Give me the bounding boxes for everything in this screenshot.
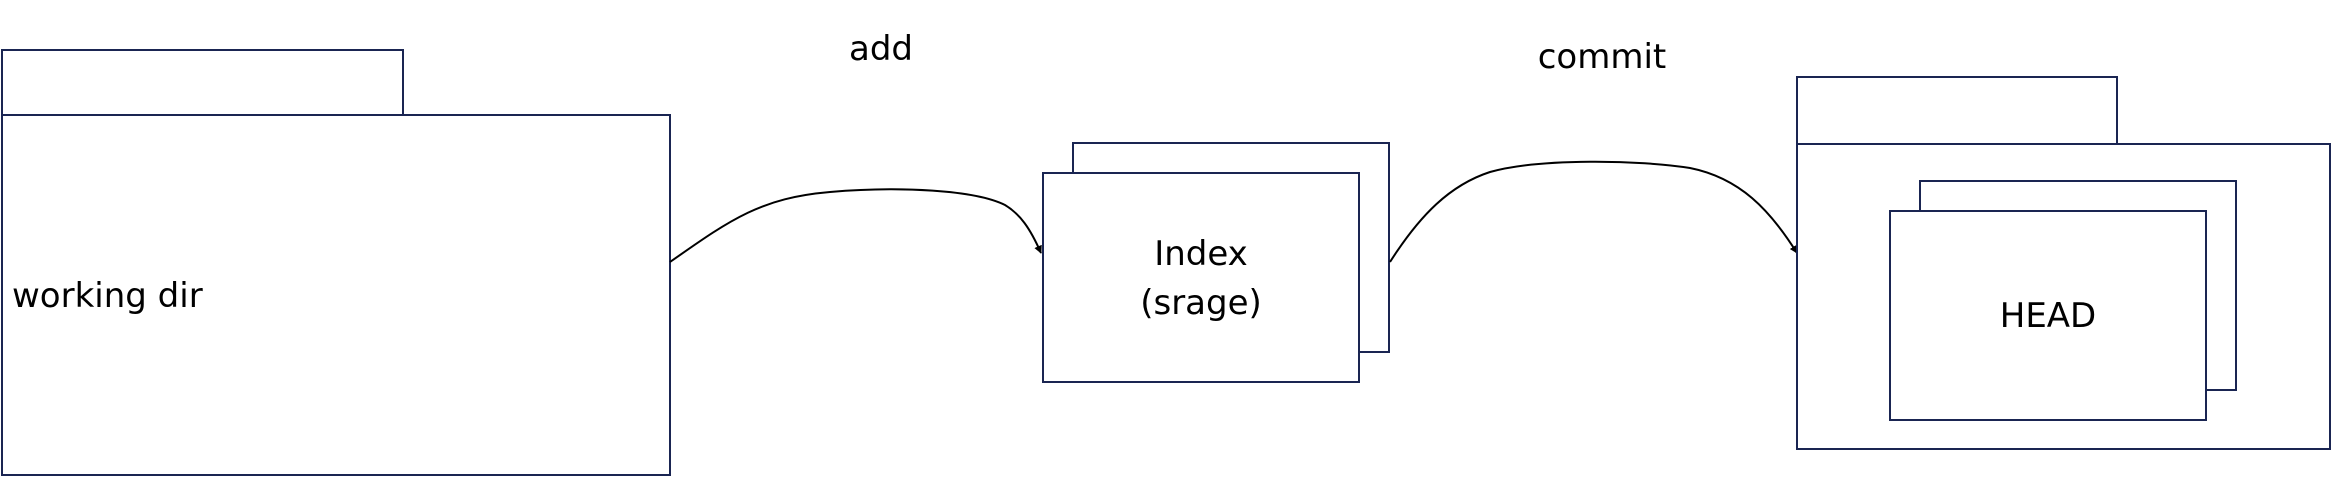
add-edge: add <box>669 29 1042 263</box>
repository-folder-tab <box>1796 76 2118 145</box>
index-front-card <box>1042 172 1360 383</box>
commit-edge: commit <box>1389 37 1798 263</box>
add-arrow <box>669 188 1042 263</box>
head-label: HEAD <box>2000 296 2097 336</box>
index-sublabel: (srage) <box>1140 283 1262 323</box>
working-dir-folder: working dir <box>1 49 671 476</box>
head-front-card <box>1889 210 2207 421</box>
index-node: Index (srage) <box>1042 142 1390 383</box>
index-label: Index <box>1154 234 1248 274</box>
add-label: add <box>849 29 913 69</box>
commit-arrow <box>1389 160 1798 263</box>
commit-label: commit <box>1538 37 1667 77</box>
working-dir-folder-body <box>1 114 671 476</box>
repository-folder: HEAD <box>1796 76 2331 450</box>
working-dir-label: working dir <box>12 276 203 316</box>
working-dir-folder-tab <box>1 49 404 116</box>
